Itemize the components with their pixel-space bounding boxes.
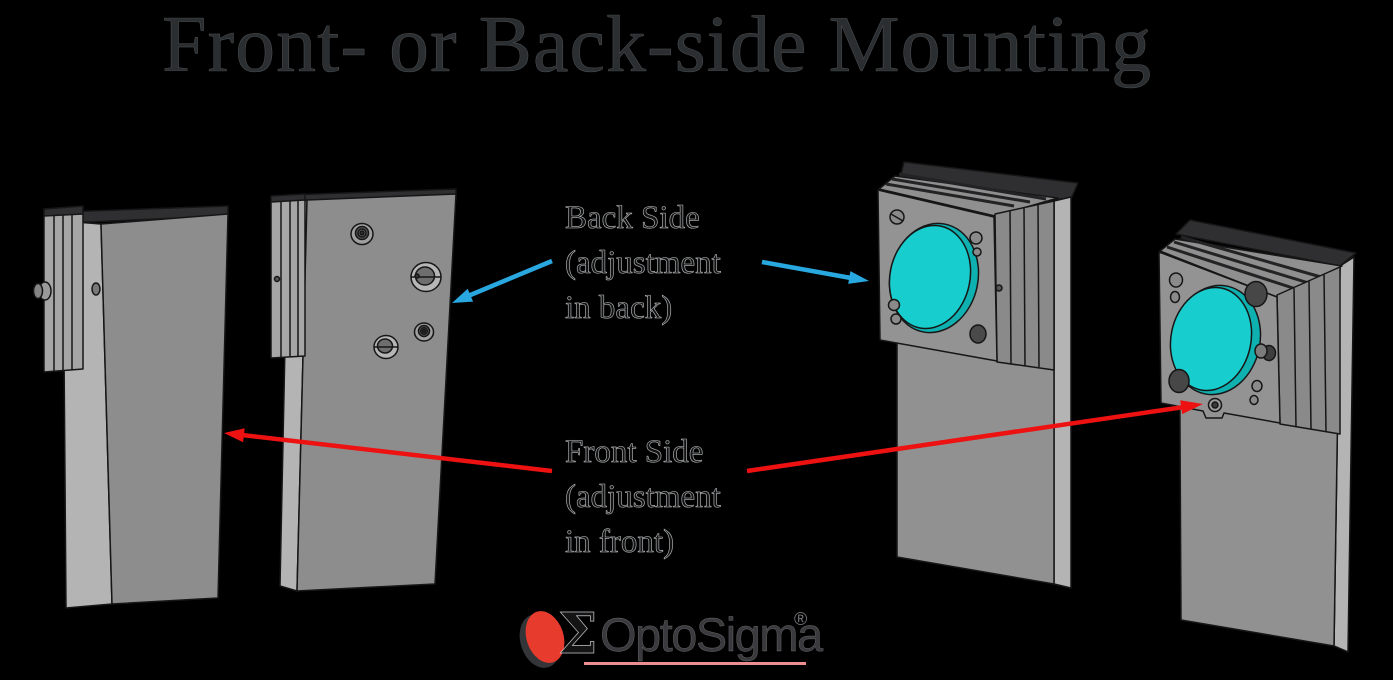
plate-top-edge [1175,219,1357,267]
front-side-annotation: Front Side (adjustment in front) [565,430,721,565]
spring-stack-top [878,172,1059,217]
plate-side-face [1053,196,1072,589]
spring-stack-side [994,200,1055,371]
front-adjuster-tab-icon [1207,397,1223,413]
sigma-logo-icon: Σ [558,601,598,667]
assembled-mount-front-adjustment [1158,219,1357,653]
mount-stack-edge-on [270,193,306,359]
socket-screw-icon [413,322,435,342]
logo-disk-icon [519,611,565,668]
annotation-line: Front Side [565,434,704,471]
optic-lens [888,224,972,330]
registered-trademark-icon: ® [794,609,808,629]
annotation-line: in front) [565,524,675,561]
arrowhead-icon [452,288,474,303]
annotation-line: (adjustment [565,479,721,516]
assembled-mount-back-adjustment [877,161,1079,589]
blue-arrow-back-right [761,259,869,284]
mount-plate-back-view [270,188,457,592]
side-adjuster-screw-icon [1254,343,1277,362]
red-arrow-front-left [224,428,553,474]
mount-plate-holes [887,209,987,344]
base-plate-back-view [32,205,229,609]
red-arrow-front-right [746,400,1203,474]
socket-screw-icon [350,222,374,246]
optic-lens [1169,286,1253,392]
mount-stack-edge-on [32,205,101,373]
logo-brand-name: OptoSigma [600,608,824,661]
logo-underline [584,662,806,665]
mount-plate-holes [1168,272,1268,406]
adjustment-knob-icon [410,261,442,293]
annotation-line: in back) [565,290,673,327]
blue-arrow-back-left [452,258,553,303]
page-title: Front- or Back-side Mounting [162,1,1153,89]
plate-main-face [100,213,229,605]
annotation-line: Back Side [565,200,700,237]
adjustment-knob-icon [373,334,399,360]
annotation-line: (adjustment [565,245,721,282]
back-side-annotation: Back Side (adjustment in back) [565,196,721,331]
arrowhead-icon [848,271,869,284]
arrowhead-icon [224,428,245,443]
arrowhead-icon [1180,400,1203,415]
plate-main-face [296,193,457,592]
spring-stack-side [1276,266,1341,435]
